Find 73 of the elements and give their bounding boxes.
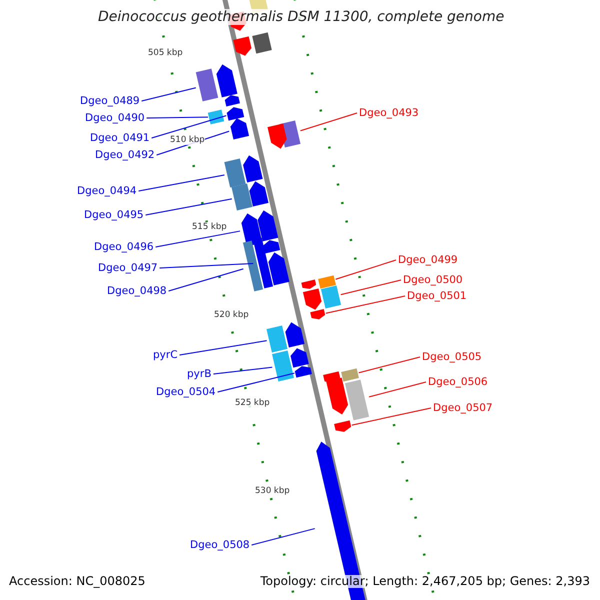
gene-block [224, 95, 240, 106]
gene-block [196, 68, 218, 102]
leader-line [340, 280, 402, 296]
scale-label: 525 kbp [235, 398, 270, 408]
gene-label: Dgeo_0499 [398, 254, 458, 266]
gene-block [226, 107, 244, 121]
leader-line [368, 382, 426, 398]
gene-label: Dgeo_0507 [433, 402, 493, 414]
gene-label: Dgeo_0506 [428, 376, 488, 388]
gene-block [272, 350, 294, 382]
genome-summary-text: Topology: circular; Length: 2,467,205 bp; Genes: 2,393 [260, 575, 590, 588]
gene-label: Dgeo_0492 [95, 148, 155, 162]
leader-line [155, 230, 241, 248]
gene-label: Dgeo_0500 [403, 274, 463, 286]
scale-label: 505 kbp [148, 48, 183, 58]
gene-block [243, 155, 263, 182]
scale-label: 520 kbp [214, 310, 249, 320]
leader-line [351, 408, 432, 426]
scale-label: 510 kbp [170, 135, 205, 145]
gene-block [233, 36, 252, 56]
gene-block [266, 326, 288, 352]
gene-label: Dgeo_0501 [407, 290, 467, 302]
leader-line [159, 262, 254, 268]
leader-line [179, 340, 268, 356]
leader-line [325, 296, 406, 314]
gene-block [230, 118, 250, 140]
scale-label: 530 kbp [255, 486, 290, 496]
gene-block [242, 240, 264, 292]
gene-block [268, 124, 287, 149]
gene-label: pyrC [153, 348, 178, 362]
gene-label: Dgeo_0491 [90, 132, 150, 144]
leader-line [212, 366, 273, 374]
gene-block [294, 366, 312, 378]
gene-block [232, 184, 252, 210]
gene-label: Dgeo_0505 [422, 350, 482, 364]
gene-block [334, 420, 352, 432]
accession-text: Accession: NC_008025 [9, 575, 146, 588]
leader-line [146, 116, 209, 118]
gene-label: Dgeo_0508 [190, 538, 250, 552]
gene-block [290, 348, 309, 368]
gene-label: Dgeo_0490 [85, 112, 145, 124]
leader-line [335, 260, 396, 280]
gene-block [318, 275, 336, 289]
leader-line [168, 268, 244, 292]
gene-block [344, 380, 370, 420]
leader-line [217, 372, 295, 392]
gene-label: Dgeo_0494 [77, 184, 137, 198]
gene-block [208, 110, 224, 124]
gene-block [249, 181, 268, 206]
gene-label: Dgeo_0497 [98, 262, 158, 274]
scale-label: 515 kbp [192, 222, 227, 232]
gene-block [310, 309, 326, 320]
gene-block [320, 285, 342, 309]
leader-line [151, 115, 227, 138]
gene-label: Dgeo_0504 [156, 386, 216, 398]
leader-line [358, 356, 420, 374]
leader-line [138, 174, 225, 192]
gene-block [316, 442, 366, 600]
gene-block [341, 368, 359, 382]
gene-label: Dgeo_0496 [94, 240, 154, 254]
gene-label: pyrB [187, 368, 212, 380]
leader-line [251, 528, 316, 546]
gene-label: Dgeo_0495 [84, 208, 144, 222]
gene-block [285, 322, 304, 348]
gene-block [252, 32, 272, 54]
gene-label: Dgeo_0493 [359, 106, 419, 120]
title: Deinococcus geothermalis DSM 11300, complete genome [98, 9, 502, 25]
gene-label: Dgeo_0489 [80, 94, 140, 108]
leader-line [141, 87, 196, 102]
leader-line [300, 112, 358, 132]
gene-label: Dgeo_0498 [107, 284, 167, 298]
gene-block [224, 158, 246, 188]
leader-line [145, 198, 232, 216]
